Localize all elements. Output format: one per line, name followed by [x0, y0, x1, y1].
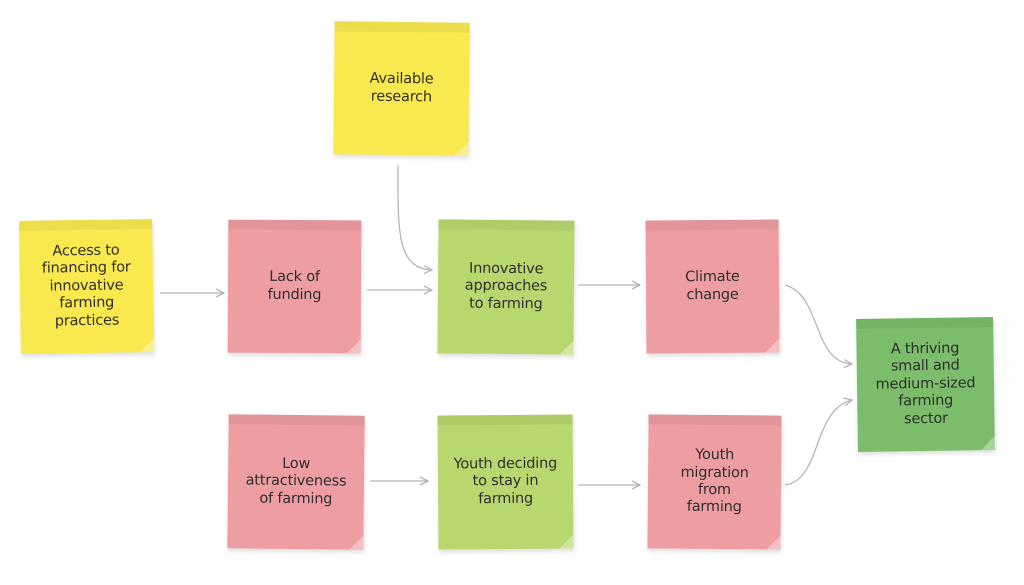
note-innovative-approaches-label: Innovative approaches to farming — [464, 260, 548, 313]
arrow-research-to-innovative — [397, 164, 432, 270]
note-access-to-financing-label: Access to financing for innovative farmi… — [41, 242, 131, 330]
arrow-migration-to-sector — [784, 400, 852, 486]
note-youth-deciding: Youth deciding to stay in farming — [437, 414, 574, 550]
note-thriving-sector-label: A thriving small and medium-sized farmin… — [875, 340, 976, 427]
note-youth-deciding-label: Youth deciding to stay in farming — [453, 455, 558, 507]
note-available-research: Available research — [333, 21, 470, 156]
note-youth-migration: Youth migration from farming — [647, 414, 782, 550]
note-lack-of-funding-label: Lack of funding — [267, 268, 322, 303]
note-climate-change: Climate change — [645, 219, 780, 354]
note-youth-migration-label: Youth migration from farming — [680, 447, 749, 516]
note-innovative-approaches: Innovative approaches to farming — [437, 219, 575, 355]
arrow-climate-to-sector — [784, 284, 852, 364]
note-lack-of-funding: Lack of funding — [227, 219, 362, 354]
note-access-to-financing: Access to financing for innovative farmi… — [19, 219, 154, 354]
note-thriving-sector: A thriving small and medium-sized farmin… — [856, 317, 995, 452]
note-available-research-label: Available research — [369, 70, 434, 105]
note-low-attractiveness-label: Low attractiveness of farming — [245, 455, 347, 508]
note-climate-change-label: Climate change — [685, 268, 740, 303]
note-low-attractiveness: Low attractiveness of farming — [227, 414, 365, 550]
